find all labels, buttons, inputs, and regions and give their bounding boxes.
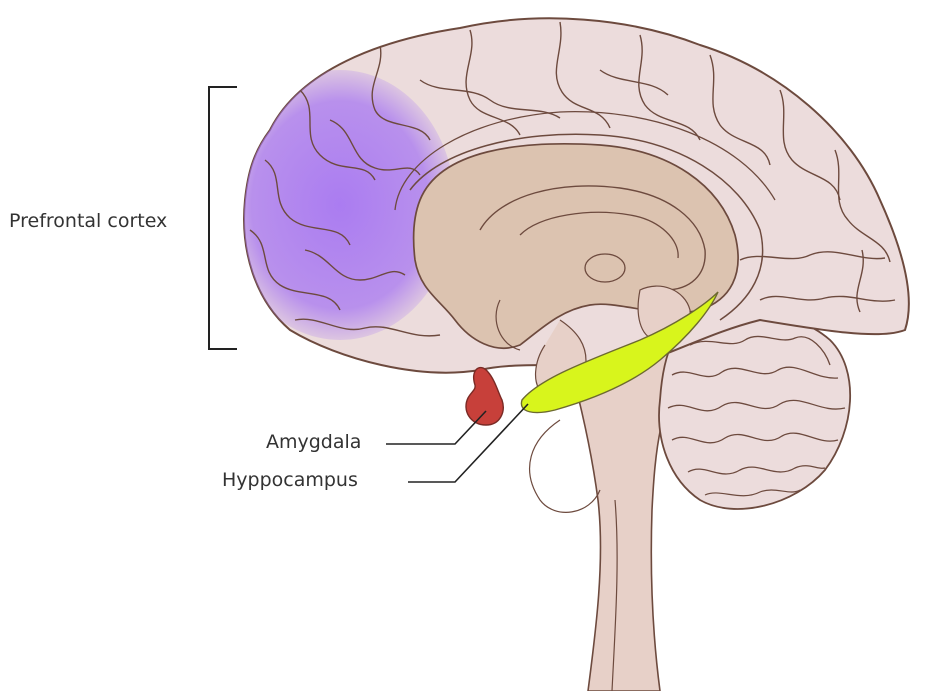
prefrontal-bracket — [209, 87, 237, 349]
amygdala-label: Amygdala — [266, 433, 361, 452]
prefrontal-cortex-label: Prefrontal cortex — [9, 212, 167, 231]
amygdala-shape — [466, 368, 503, 425]
hippocampus-label: Hyppocampus — [222, 471, 358, 490]
